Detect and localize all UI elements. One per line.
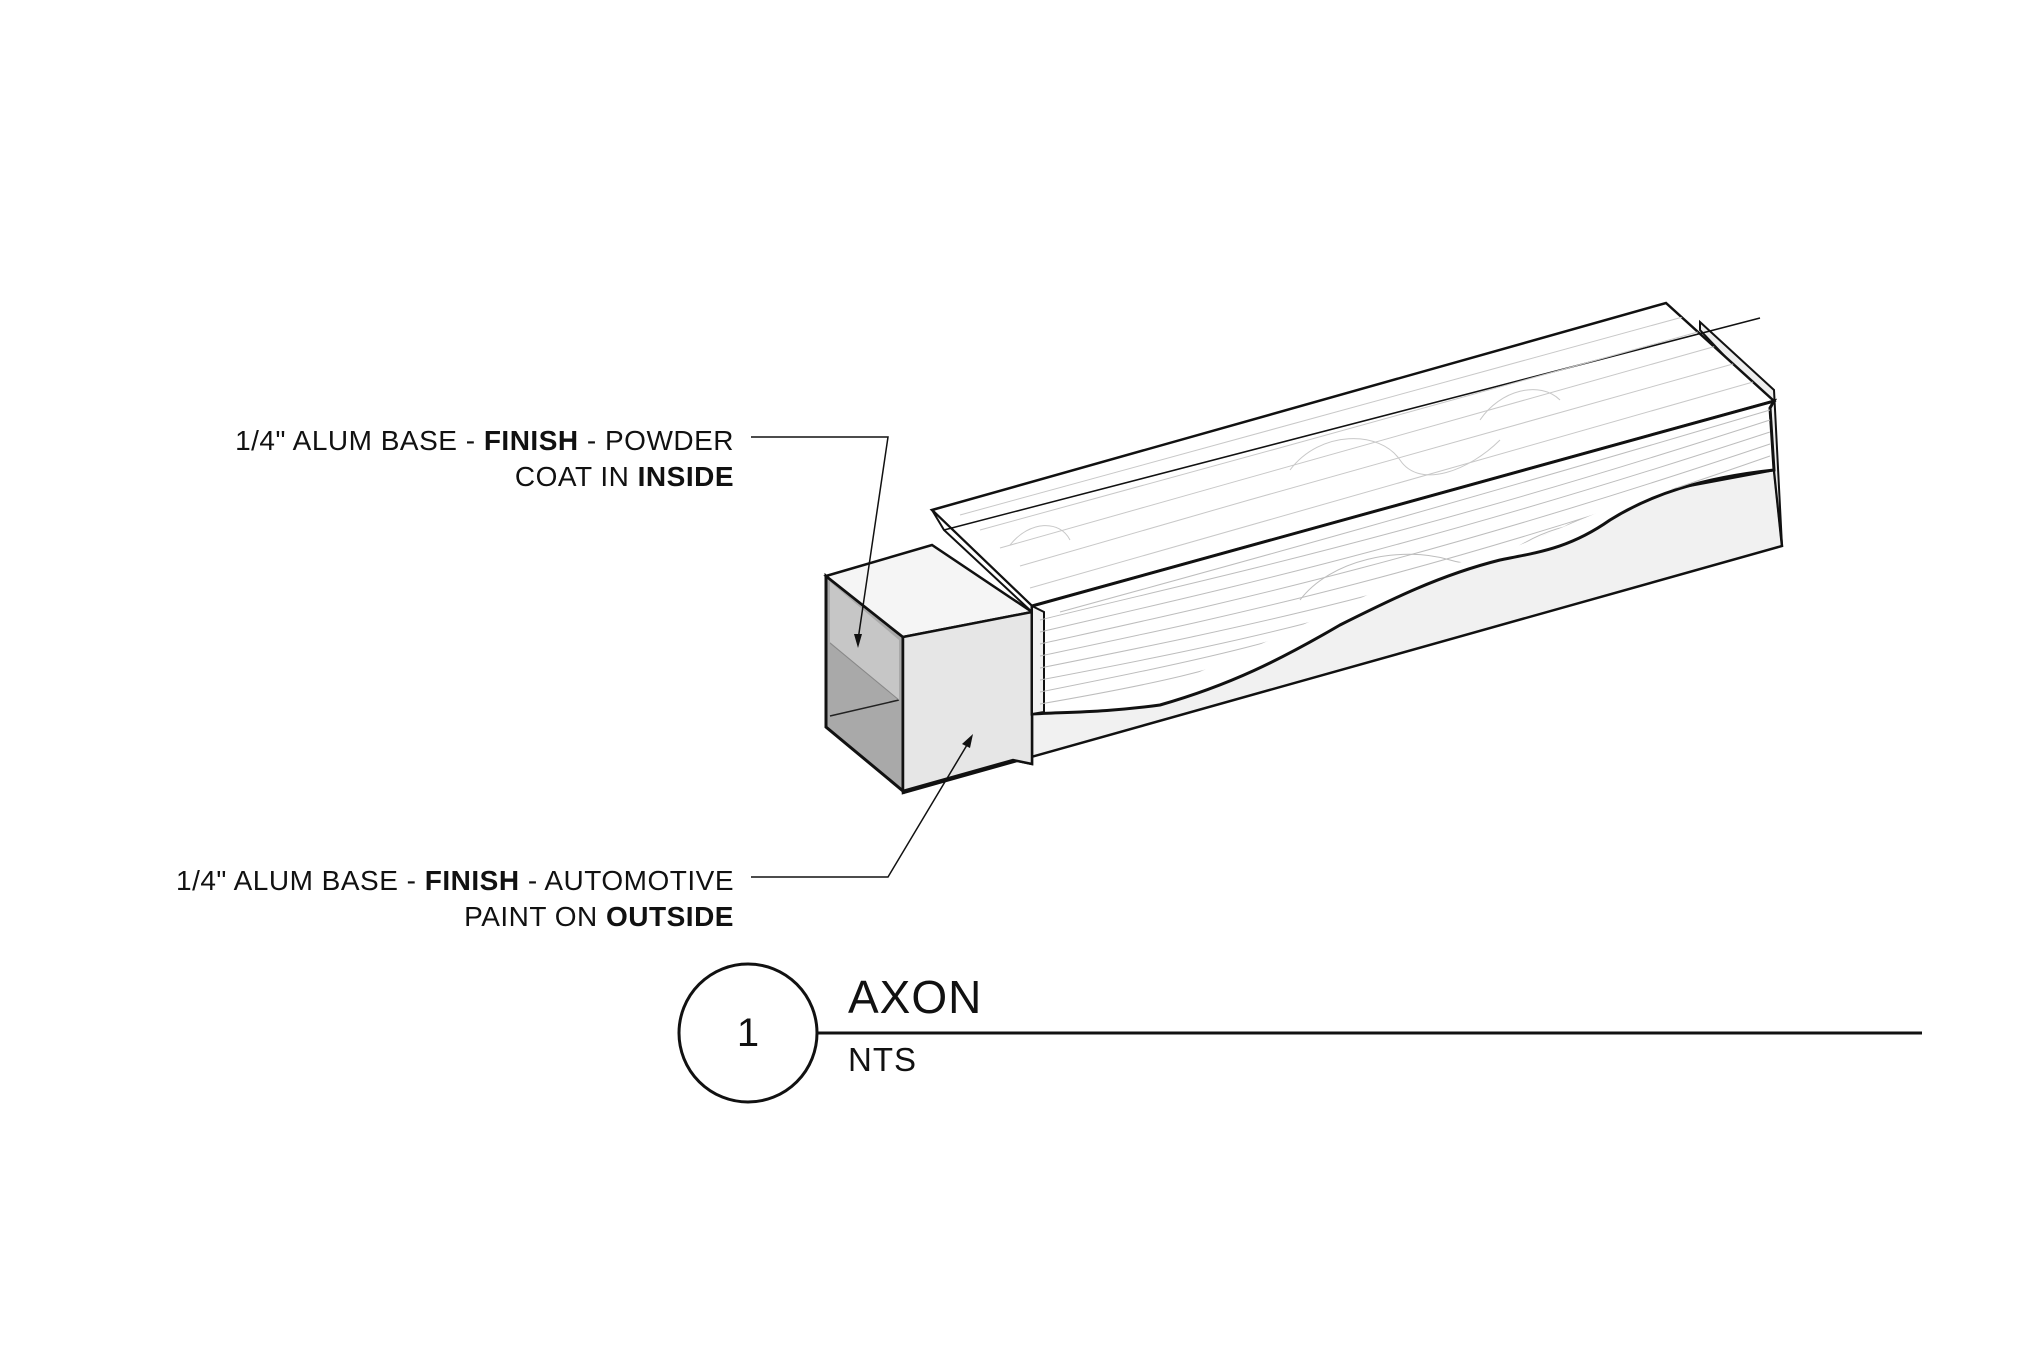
leader-line-2 [751,739,971,878]
wood-side-face [1030,398,1778,716]
detail-title: AXON [848,971,983,1023]
callout-line: 1/4" ALUM BASE - FINISH - AUTOMOTIVE [0,863,734,899]
wood-front-end [1031,604,1045,716]
detail-number: 1 [736,1011,760,1055]
leader-line-1 [751,436,889,641]
callout-text: COAT IN [514,461,638,492]
callout-powder-coat-inside: 1/4" ALUM BASE - FINISH - POWDER COAT IN… [0,423,734,495]
callout-emphasis: OUTSIDE [606,901,734,932]
callout-text: - AUTOMOTIVE [519,865,734,896]
leader-arrow-1 [854,634,862,648]
callout-emphasis: FINISH [424,865,520,896]
callout-line: COAT IN INSIDE [0,459,734,495]
tube-inner-top [830,582,899,700]
callout-text: PAINT ON [464,901,607,932]
callout-text: 1/4" ALUM BASE - [235,425,484,456]
detail-scale: NTS [848,1041,917,1078]
tube-near-side [901,610,1034,793]
callout-automotive-paint-outside: 1/4" ALUM BASE - FINISH - AUTOMOTIVE PAI… [0,863,734,935]
callout-text: 1/4" ALUM BASE - [176,865,425,896]
callout-line: 1/4" ALUM BASE - FINISH - POWDER [0,423,734,459]
callout-text: - POWDER [578,425,734,456]
callout-emphasis: INSIDE [637,461,734,492]
callout-line: PAINT ON OUTSIDE [0,899,734,935]
leader-arrow-2 [962,734,973,748]
callout-emphasis: FINISH [483,425,579,456]
